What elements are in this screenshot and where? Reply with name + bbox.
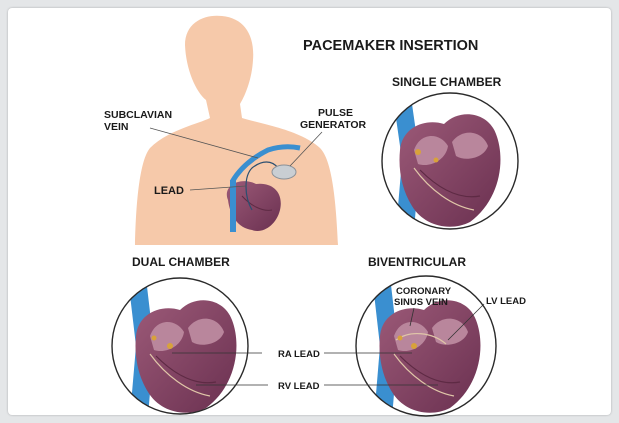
dual-chamber-heading: DUAL CHAMBER [132, 255, 230, 269]
single-chamber-heading: SINGLE CHAMBER [392, 75, 502, 89]
svg-text:SINUS VEIN: SINUS VEIN [394, 297, 448, 308]
svg-text:RA LEAD: RA LEAD [278, 349, 320, 360]
svg-text:PULSE: PULSE [318, 107, 353, 119]
svg-text:CORONARY: CORONARY [396, 286, 452, 297]
svg-text:VEIN: VEIN [104, 121, 129, 133]
biventricular-heading: BIVENTRICULAR [368, 255, 466, 269]
pulse-generator-device [272, 165, 296, 179]
svg-text:SUBCLAVIAN: SUBCLAVIAN [104, 109, 172, 121]
svg-text:GENERATOR: GENERATOR [300, 119, 367, 131]
diagram-title: PACEMAKER INSERTION [303, 38, 478, 54]
svg-text:LEAD: LEAD [154, 185, 184, 197]
svg-text:LV LEAD: LV LEAD [486, 296, 526, 307]
svg-text:RV LEAD: RV LEAD [278, 381, 320, 392]
single-chamber-circle [382, 90, 518, 230]
dual-chamber-circle [112, 278, 248, 416]
